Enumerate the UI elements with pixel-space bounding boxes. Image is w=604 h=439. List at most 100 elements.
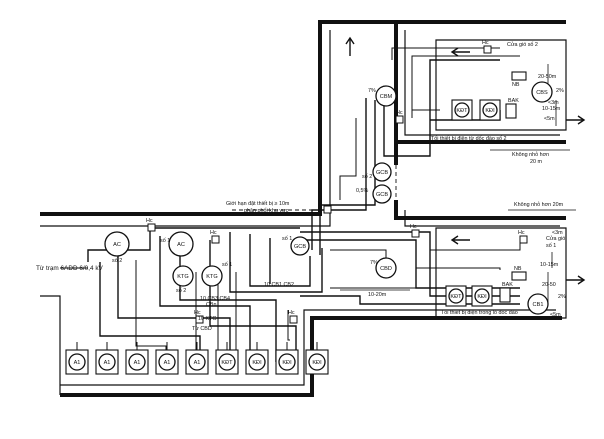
gcb-top-label: GCB [376, 170, 388, 176]
motor-symbol-icon [278, 353, 296, 371]
so1-b: số 1 [222, 262, 232, 268]
kdt-top-label: KĐT [456, 108, 468, 114]
motor-symbol-icon [290, 236, 310, 256]
lt3m-b: <3m [548, 100, 559, 106]
hc-label: Hc [518, 230, 525, 236]
bak-top-label: BAK [508, 98, 519, 104]
motor-symbol-icon [158, 353, 176, 371]
crosscut-wall [394, 142, 566, 220]
kdi-top-label: KĐI [485, 108, 495, 114]
motor-label: A1 [74, 360, 81, 366]
cbd-label: CBD [380, 266, 392, 272]
min-right: Không nhỏ hơn 20m [514, 201, 564, 208]
bottom-motor-4: A1 [155, 342, 179, 375]
motor-symbol-icon [248, 353, 266, 371]
pct05: 0,5% [356, 188, 368, 194]
flow-arrow-icon [566, 275, 586, 285]
motor-symbol-icon [218, 353, 236, 371]
inner-wall-left [40, 30, 331, 227]
boundary-label-1: Giới hạn đặt thiết bị ≥ 10m [226, 201, 290, 207]
gcb-left-label: GCB [294, 244, 306, 250]
hc-label: Hc [194, 310, 201, 316]
cb-sub-label: CBn [206, 302, 217, 308]
tunnel-walls [40, 20, 567, 397]
motor-label: KĐT [221, 360, 233, 366]
lt5m-b: <5m [550, 312, 561, 318]
junction-box-icon [211, 235, 220, 244]
flow-arrow-icon [450, 47, 470, 57]
so2-b: số 2 [176, 288, 186, 294]
cb3cb4-label: 10 CB3,CB4 [200, 296, 230, 302]
bottom-motor-8: KĐI [275, 342, 299, 375]
bottom-motor-2: A1 [95, 342, 119, 375]
hc-label: Hc [396, 110, 403, 116]
min-top-1: Không nhỏ hơn [512, 151, 549, 158]
equipment: AC AC KTG KTG GCB CBD GCB GCB CBM CBS CB… [104, 40, 553, 324]
bottom-motor-5: A1 [185, 342, 209, 375]
hc-label: Hc [146, 218, 153, 224]
bak-bottom-label: BAK [502, 282, 513, 288]
min-top-2: 20 m [530, 159, 542, 165]
junction-box-icon [323, 205, 332, 214]
ktg-label-1: KTG [177, 274, 189, 280]
junction-box-icon [519, 235, 528, 244]
motor-symbol-icon [168, 231, 194, 257]
motor-label: A1 [104, 360, 111, 366]
motor-symbol-icon [308, 353, 326, 371]
motor-label: KĐI [312, 360, 322, 366]
motor-label: A1 [164, 360, 171, 366]
source-label: Từ trạm 6ADD 6/0,4 kV [36, 265, 104, 272]
flow-arrow-icon [450, 235, 470, 245]
lt3m-a: <3m [552, 230, 563, 236]
lt5m-a: <5m [544, 116, 555, 122]
gcb-mid-label: GCB [376, 192, 388, 198]
junction-box-icon [483, 45, 492, 54]
dimension-lines [232, 64, 576, 304]
inner-wall-right [404, 210, 560, 227]
ac-label-1: AC [113, 242, 121, 248]
pct2-a: 2% [556, 88, 564, 94]
flow-arrows [345, 36, 586, 285]
top-panel-box [435, 39, 567, 131]
junction-box-icon [411, 229, 420, 238]
nb-box-bottom [511, 271, 527, 281]
kto-label: 10 KTG [198, 316, 217, 322]
motor-symbol-icon [104, 231, 130, 257]
sub-top-label: Tối thiết bị điện từ dốc đào số 2 [431, 136, 507, 142]
junction-box-icon [289, 315, 298, 324]
motor-label: KĐI [252, 360, 262, 366]
motor-symbol-icon [372, 184, 392, 204]
motor-symbol-icon [98, 353, 116, 371]
motor-symbol-icon [527, 293, 549, 315]
sub-bottom-label: Tối thiết bị điện trong lò dốc đào [441, 310, 518, 316]
bottom-motor-6: KĐT [215, 342, 239, 375]
motor-symbol-icon [531, 81, 553, 103]
junction-box-icon [395, 115, 404, 124]
motor-symbol-icon [375, 85, 397, 107]
hc-label: Hc [410, 224, 417, 230]
shaft-left-wall [40, 20, 566, 216]
kdi-bottom-label: KĐI [477, 294, 487, 300]
distance-mid: 10-20m [368, 292, 387, 298]
motor-label: KĐI [282, 360, 292, 366]
hc-label: Hc [288, 310, 295, 316]
annotations: Từ trạm 6ADD 6/0,4 kV Cửa gió số 2 Cửa g… [36, 41, 566, 332]
kdt-bottom-label: KĐT [450, 294, 462, 300]
bottom-motor-9: KĐI [305, 342, 329, 375]
pct7-b: 7% [370, 260, 378, 266]
cb1cb2-label: 10 CB1 CB2 [264, 282, 294, 288]
cbm-label: CBM [380, 94, 393, 100]
flow-arrow-icon [566, 115, 586, 125]
bottom-motor-3: A1 [125, 342, 149, 375]
motor-symbol-icon [372, 162, 392, 182]
bottom-motor-7: KĐI [245, 342, 269, 375]
nb-top-label: NB [512, 82, 520, 88]
left-drift-wall [40, 295, 61, 395]
bak-box-top [505, 103, 517, 119]
motor-label: A1 [194, 360, 201, 366]
distance-r1: 10-15m [540, 262, 559, 268]
distance-t1: 20-50m [538, 74, 557, 80]
bottom-gate-label: Cửa gió [546, 235, 565, 242]
